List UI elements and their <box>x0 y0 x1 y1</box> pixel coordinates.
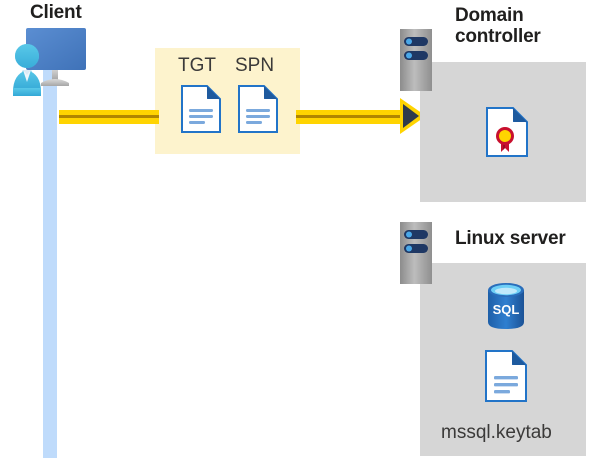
sql-icon-text: SQL <box>493 302 520 317</box>
sql-database-icon: SQL <box>484 281 528 331</box>
domain-controller-label: Domain controller <box>455 5 585 48</box>
keytab-filename-label: mssql.keytab <box>441 422 552 443</box>
domain-controller-server-tower-icon <box>400 29 432 91</box>
keytab-document-icon <box>485 350 527 402</box>
domain-controller-label-line2: controller <box>455 26 541 48</box>
linux-server-label: Linux server <box>455 228 566 249</box>
spn-label: SPN <box>235 55 275 76</box>
client-lifeline <box>43 68 57 458</box>
certificate-document-icon <box>486 107 528 157</box>
tgt-document-icon <box>181 85 221 133</box>
connector-line-client-to-tickets <box>59 110 159 124</box>
user-monitor-icon <box>8 26 94 98</box>
client-label: Client <box>30 2 82 23</box>
linux-server-tower-icon <box>400 222 432 284</box>
spn-document-icon <box>238 85 278 133</box>
ticket-exchange-highlight <box>155 48 300 154</box>
tgt-label: TGT <box>178 55 216 76</box>
domain-controller-label-line1: Domain <box>455 5 524 26</box>
connector-line-tickets-to-dc <box>296 110 406 124</box>
